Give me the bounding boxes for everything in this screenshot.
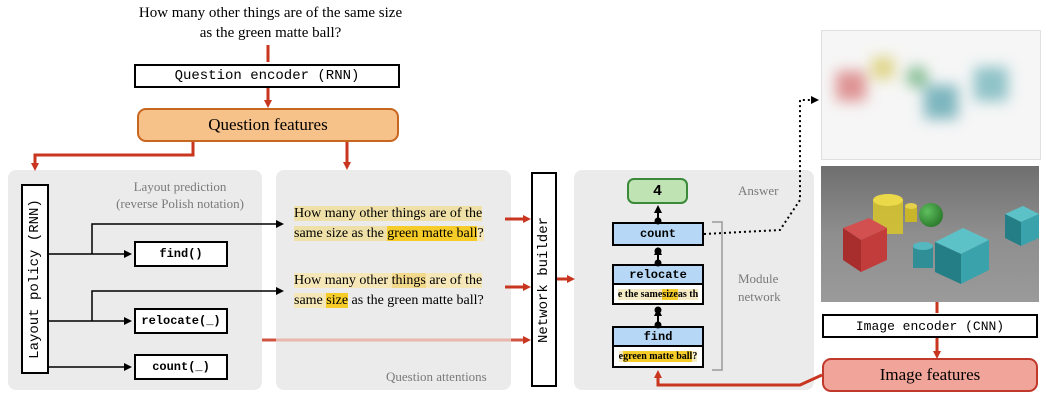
answer-label: Answer <box>738 183 779 198</box>
scene-image <box>821 166 1039 302</box>
image-features-label: Image features <box>879 365 981 384</box>
token-count-label: count(_) <box>152 360 210 374</box>
token-relocate-box: relocate(_) <box>134 308 228 334</box>
attention-relocate-line1-hl: things <box>391 273 426 288</box>
attention-map-svg <box>822 31 1040 159</box>
question-features-box: Question features <box>137 108 399 142</box>
attention-find: How many other things are of the same si… <box>294 204 484 244</box>
attention-relocate-line1-pre: How many other <box>294 273 392 288</box>
arrow-features-to-layout <box>31 142 195 171</box>
module-relocate-att-a: e the same <box>617 288 663 300</box>
token-find-box: find() <box>134 241 228 267</box>
attention-relocate-line1-mid: are of the <box>425 273 483 288</box>
network-builder-label: Network builder <box>536 216 552 343</box>
question-encoder-label: Question encoder (RNN) <box>174 68 360 84</box>
question-text: How many other things are of the same si… <box>138 5 403 41</box>
module-relocate-attention: e the same size as th <box>612 285 704 305</box>
module-network-label: Module network <box>738 270 781 306</box>
module-network-label-line1: Module <box>738 271 779 286</box>
layout-prediction-title-line2: (reverse Polish notation) <box>116 196 244 211</box>
token-count-box: count(_) <box>134 354 228 380</box>
module-count: count <box>612 222 704 246</box>
layout-prediction-title: Layout prediction (reverse Polish notati… <box>100 178 260 212</box>
question-encoder-box: Question encoder (RNN) <box>134 64 400 88</box>
attention-relocate: How many other things are of the same si… <box>294 271 484 311</box>
layout-prediction-title-line1: Layout prediction <box>133 179 227 194</box>
question-features-label: Question features <box>208 115 328 134</box>
layout-prediction-panel <box>8 170 262 390</box>
attention-map-image <box>821 30 1041 160</box>
attention-find-line1: How many other things are of the <box>294 206 483 221</box>
attention-find-line2-pre: same size as the <box>294 226 388 241</box>
attention-find-line2-post: ? <box>477 226 484 241</box>
question-attentions-label: Question attentions <box>386 369 487 384</box>
module-relocate-att-hl: size <box>662 288 678 300</box>
answer-box: 4 <box>627 178 688 204</box>
module-relocate: relocate <box>612 264 704 285</box>
token-find-label: find() <box>159 247 203 261</box>
module-find-att-hl: green matte ball <box>623 351 693 362</box>
attention-relocate-line2-post: as the green matte ball? <box>348 293 484 308</box>
network-builder-box: Network builder <box>531 172 557 387</box>
module-find: find <box>612 326 704 347</box>
module-find-label: find <box>643 329 673 344</box>
layout-policy-box: Layout policy (RNN) <box>21 184 49 374</box>
module-network-label-line2: network <box>738 289 781 304</box>
module-find-attention: e green matte ball ? <box>612 347 704 368</box>
image-features-box: Image features <box>822 358 1038 392</box>
module-count-label: count <box>639 227 676 241</box>
module-relocate-att-b: as th <box>677 288 699 300</box>
image-encoder-label: Image encoder (CNN) <box>855 318 1005 334</box>
answer-value: 4 <box>652 182 662 200</box>
module-find-att-b: ? <box>692 351 698 362</box>
token-relocate-label: relocate(_) <box>141 314 221 328</box>
scene-svg <box>821 166 1039 302</box>
module-relocate-label: relocate <box>629 267 687 282</box>
layout-policy-label: Layout policy (RNN) <box>27 199 43 359</box>
module-find-att-a: e <box>618 351 624 362</box>
attention-relocate-line2-pre: same <box>294 293 327 308</box>
attention-find-highlight: green matte ball <box>387 226 478 241</box>
image-encoder-box: Image encoder (CNN) <box>822 314 1038 338</box>
attention-relocate-highlight: size <box>326 293 349 308</box>
